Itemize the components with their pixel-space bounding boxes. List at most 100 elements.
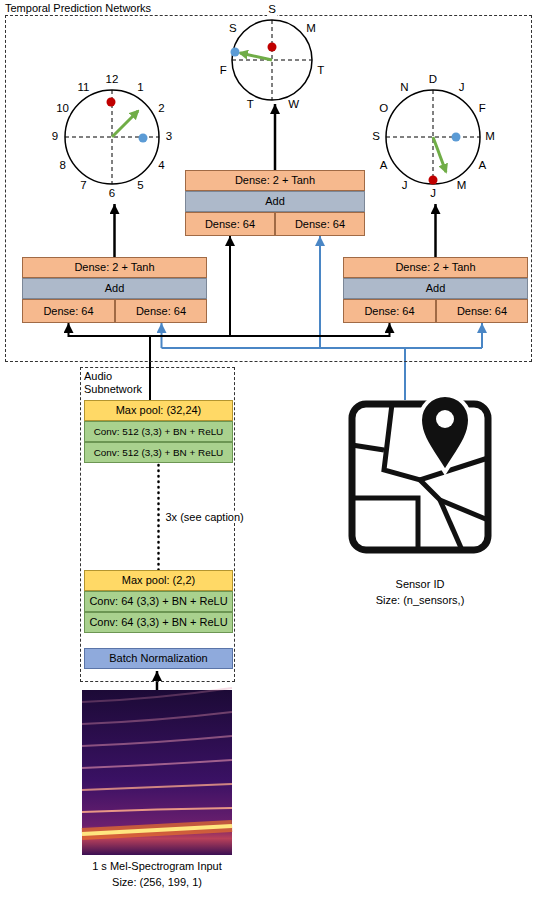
layer-label: Dense: 64 [205,218,255,231]
output-arrow [113,204,116,257]
clock-label: J [458,81,466,94]
clock-label: 6 [108,187,116,200]
group-heading: Audio Subnetwork [84,370,148,395]
layer-label: Dense: 2 + Tanh [235,174,315,187]
input-label: Size: (256, 199, 1) [111,876,203,889]
dense-layer: Dense: 64 [115,299,207,323]
clock-label: M [484,130,496,143]
layer-label: Conv: 512 (3,3) + BN + ReLU [94,447,224,458]
spectrogram-ground [82,690,232,855]
clock-label: S [228,22,238,35]
map-pin-hole [436,410,454,428]
clock-label: M [305,22,317,35]
clock-circle [65,90,159,184]
clock-hand [240,53,272,60]
dense-layer: Dense: 64 [436,299,528,323]
sensor-label: Size: (n_sensors,) [375,594,466,607]
spectrogram-harmonic [82,760,232,768]
clock-face [231,20,313,100]
dense-layer: Dense: 64 [22,299,115,323]
clock-label: 3 [165,130,173,143]
map-pin [420,395,470,472]
clock-label: 1 [136,81,144,94]
dense-layer: Dense: 2 + Tanh [343,257,528,278]
clock-circle [386,90,480,184]
layer-label: Conv: 512 (3,3) + BN + ReLU [94,426,224,437]
prediction-dot [452,133,461,142]
spectrogram-harmonic [82,736,232,746]
clock-label: F [478,102,487,115]
layer-label: Dense: 64 [364,305,414,318]
layer-label: Conv: 64 (3,3) + BN + ReLU [89,616,227,629]
clock-label: M [456,180,468,193]
layer-label: Dense: 2 + Tanh [74,261,154,274]
add-layer: Add [343,278,528,299]
map-road [440,500,462,550]
map-road [352,498,418,550]
pool-layer: Max pool: (2,2) [84,570,233,591]
target-dot [107,98,116,107]
clock-hand [433,137,446,172]
clock-label: J [429,187,437,200]
layer-label: Dense: 64 [136,305,186,318]
layer-label: Add [265,195,285,208]
output-arrow [434,204,437,257]
target-dot [429,176,438,185]
spectrogram-image [82,688,232,855]
repeat-note: 3x (see caption) [165,510,245,523]
clock-label: W [287,98,300,111]
conv-layer: Conv: 512 (3,3) + BN + ReLU [84,442,233,463]
repeat-connector [157,463,160,570]
clock-label: N [399,81,409,94]
clock-label: A [478,159,488,172]
clock-label: D [428,73,438,86]
map-road [420,480,488,520]
dense-layer: Dense: 64 [275,212,365,236]
clock-label: 11 [77,81,91,94]
clock-circle [232,20,312,100]
dense-layer: Dense: 2 + Tanh [185,170,365,191]
norm-layer: Batch Normalization [84,648,233,669]
clock-label: 10 [55,102,70,115]
clock-label: 12 [105,73,120,86]
sensor-wire [404,348,406,400]
layer-label: Max pool: (32,24) [116,404,202,417]
clock-label: A [379,159,389,172]
clock-label: F [219,65,228,78]
prediction-dot [231,48,240,57]
spectrogram-harmonic [82,712,232,724]
prediction-dot [139,134,148,143]
clock-face [386,90,480,185]
layer-label: Dense: 2 + Tanh [395,261,475,274]
clock-label: O [378,102,389,115]
sensor-wire [481,323,483,348]
clock-label: 2 [157,102,165,115]
clock-label: 8 [58,159,66,172]
layer-label: Dense: 64 [295,218,345,231]
map-pin-icon [352,395,488,550]
layer-label: Dense: 64 [457,305,507,318]
clock-label: S [371,130,381,143]
pool-layer: Max pool: (32,24) [84,400,233,421]
dense-layer: Dense: 64 [185,212,275,236]
add-layer: Add [185,191,365,212]
clock-label: S [267,3,277,16]
clock-face [65,90,159,184]
conv-layer: Conv: 64 (3,3) + BN + ReLU [84,612,233,633]
conv-layer: Conv: 64 (3,3) + BN + ReLU [84,591,233,612]
clock-label: 5 [136,180,144,193]
group-heading: Temporal Prediction Networks [5,2,305,15]
clock-label: 7 [79,180,87,193]
spectrogram-band [82,826,232,834]
layer-label: Max pool: (2,2) [122,574,195,587]
sensor-label: Sensor ID [395,578,446,591]
output-arrow [274,104,277,170]
spectrogram-harmonic [82,688,232,702]
sensor-wire [319,236,321,348]
clock-label: T [246,98,255,111]
dense-layer: Dense: 2 + Tanh [22,257,207,278]
dense-layer: Dense: 64 [343,299,436,323]
sensor-wire [162,347,483,349]
spectrogram-band [82,826,232,834]
